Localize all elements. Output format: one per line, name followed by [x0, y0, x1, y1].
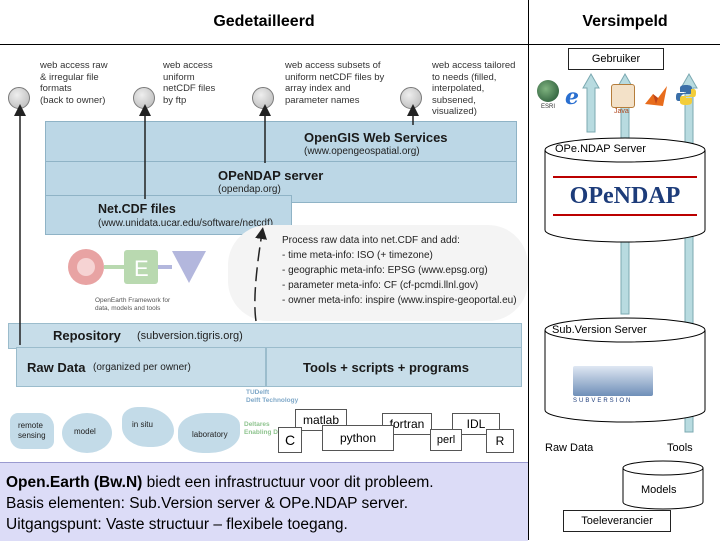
opendap-url: (opendap.org) [218, 184, 281, 195]
source-remote-sensing [10, 413, 54, 449]
svg-text:E: E [134, 256, 149, 281]
source-remote-sensing-label: remote sensing [18, 421, 46, 440]
process-text: Process raw data into net.CDF and add: -… [282, 233, 517, 308]
gebruiker-box: Gebruiker [568, 48, 664, 70]
ogc-url: (www.opengeospatial.org) [304, 146, 420, 157]
source-in-situ-label: in situ [132, 420, 153, 429]
repository-url: (subversion.tigris.org) [137, 330, 243, 342]
subversion-logo [573, 366, 653, 396]
models-label: Models [641, 484, 677, 496]
tools-label: Tools [667, 442, 693, 454]
process-item: - time meta-info: ISO (+ timezone) [282, 250, 433, 261]
caption-strong: Open.Earth (Bw.N) [6, 474, 143, 491]
netcdf-url: (www.unidata.ucar.edu/software/netcdf) [98, 218, 274, 229]
process-title: Process raw data into net.CDF and add: [282, 235, 460, 246]
matlab-icon [645, 86, 667, 106]
repository-title: Repository [53, 328, 121, 343]
tools-panel: Tools + scripts + programs [266, 347, 522, 387]
caption-line-1: Open.Earth (Bw.N) biedt een infrastructu… [6, 473, 434, 493]
ogc-title: OpenGIS Web Services [304, 130, 448, 145]
tudelft-logo: TUDelft Delft Technology [246, 389, 299, 404]
openearth-logo-icon: E [68, 249, 206, 285]
netcdf-panel: Net.CDF files (www.unidata.ucar.edu/soft… [45, 195, 292, 235]
opendap-title: OPeNDAP server [218, 168, 324, 183]
opendap-cylinder [544, 137, 706, 243]
java-label: Java [614, 108, 629, 115]
globe-icon [537, 80, 559, 102]
models-cylinder [622, 460, 704, 510]
toeleverancier-box: Toeleverancier [563, 510, 671, 532]
source-laboratory-label: laboratory [192, 430, 228, 439]
process-item: - geographic meta-info: EPSG (www.epsg.o… [282, 265, 488, 276]
bubble-ftp: web access uniform netCDF files by ftp [163, 60, 216, 106]
openearth-caption: OpenEarth Framework for data, models and… [95, 297, 171, 312]
lang-c: C [278, 427, 302, 453]
bubble-raw: web access raw & irregular file formats … [40, 60, 108, 106]
subversion-logo-text: SUBVERSION [573, 398, 633, 404]
python-icon [676, 85, 696, 105]
java-icon [611, 84, 635, 108]
lang-r: R [486, 429, 514, 453]
bubble-tailored: web access tailored to needs (filled, in… [432, 60, 516, 117]
caption-line-3: Uitgangspunt: Vaste structuur – flexibel… [6, 516, 348, 533]
caption-box: Open.Earth (Bw.N) biedt een infrastructu… [0, 462, 528, 541]
subversion-server-label: Sub.Version Server [552, 324, 647, 336]
opendap-server-label: OPe.NDAP Server [555, 143, 646, 155]
opendap-logo: OPeNDAP [553, 176, 697, 216]
process-item: - parameter meta-info: CF (cf-pcmdi.llnl… [282, 280, 479, 291]
caption-rest: biedt een infrastructuur voor dit proble… [142, 474, 434, 491]
source-model [62, 413, 112, 453]
repository-panel: Repository (subversion.tigris.org) [8, 323, 522, 349]
lang-python: python [322, 425, 394, 451]
detailed-diagram: web access raw & irregular file formats … [0, 45, 528, 462]
left-header: Gedetailleerd [0, 0, 528, 45]
raw-data-label: Raw Data [545, 442, 594, 454]
source-laboratory [178, 413, 240, 453]
source-in-situ [122, 407, 174, 447]
raw-data-note: (organized per owner) [93, 362, 191, 373]
raw-data-title: Raw Data [27, 360, 86, 375]
raw-data-panel: Raw Data (organized per owner) [16, 347, 266, 387]
process-cloud [228, 225, 528, 321]
caption-line-2: Basis elementen: Sub.Version server & OP… [6, 495, 409, 512]
lang-perl: perl [430, 429, 462, 451]
source-model-label: model [74, 427, 96, 436]
lang-fortran: fortran [382, 413, 432, 435]
tools-title: Tools + scripts + programs [303, 360, 469, 375]
process-item: - owner meta-info: inspire (www.inspire-… [282, 295, 517, 306]
simplified-diagram: Gebruiker ESRI e Java OPe.NDAP Server OP… [528, 44, 720, 540]
flow-arrows [14, 104, 419, 345]
bubble-subsets: web access subsets of uniform netCDF fil… [285, 60, 385, 106]
esri-label: ESRI [541, 104, 556, 110]
ie-icon: e [565, 84, 579, 110]
right-header: Versimpeld [528, 0, 720, 45]
netcdf-title: Net.CDF files [98, 202, 176, 216]
